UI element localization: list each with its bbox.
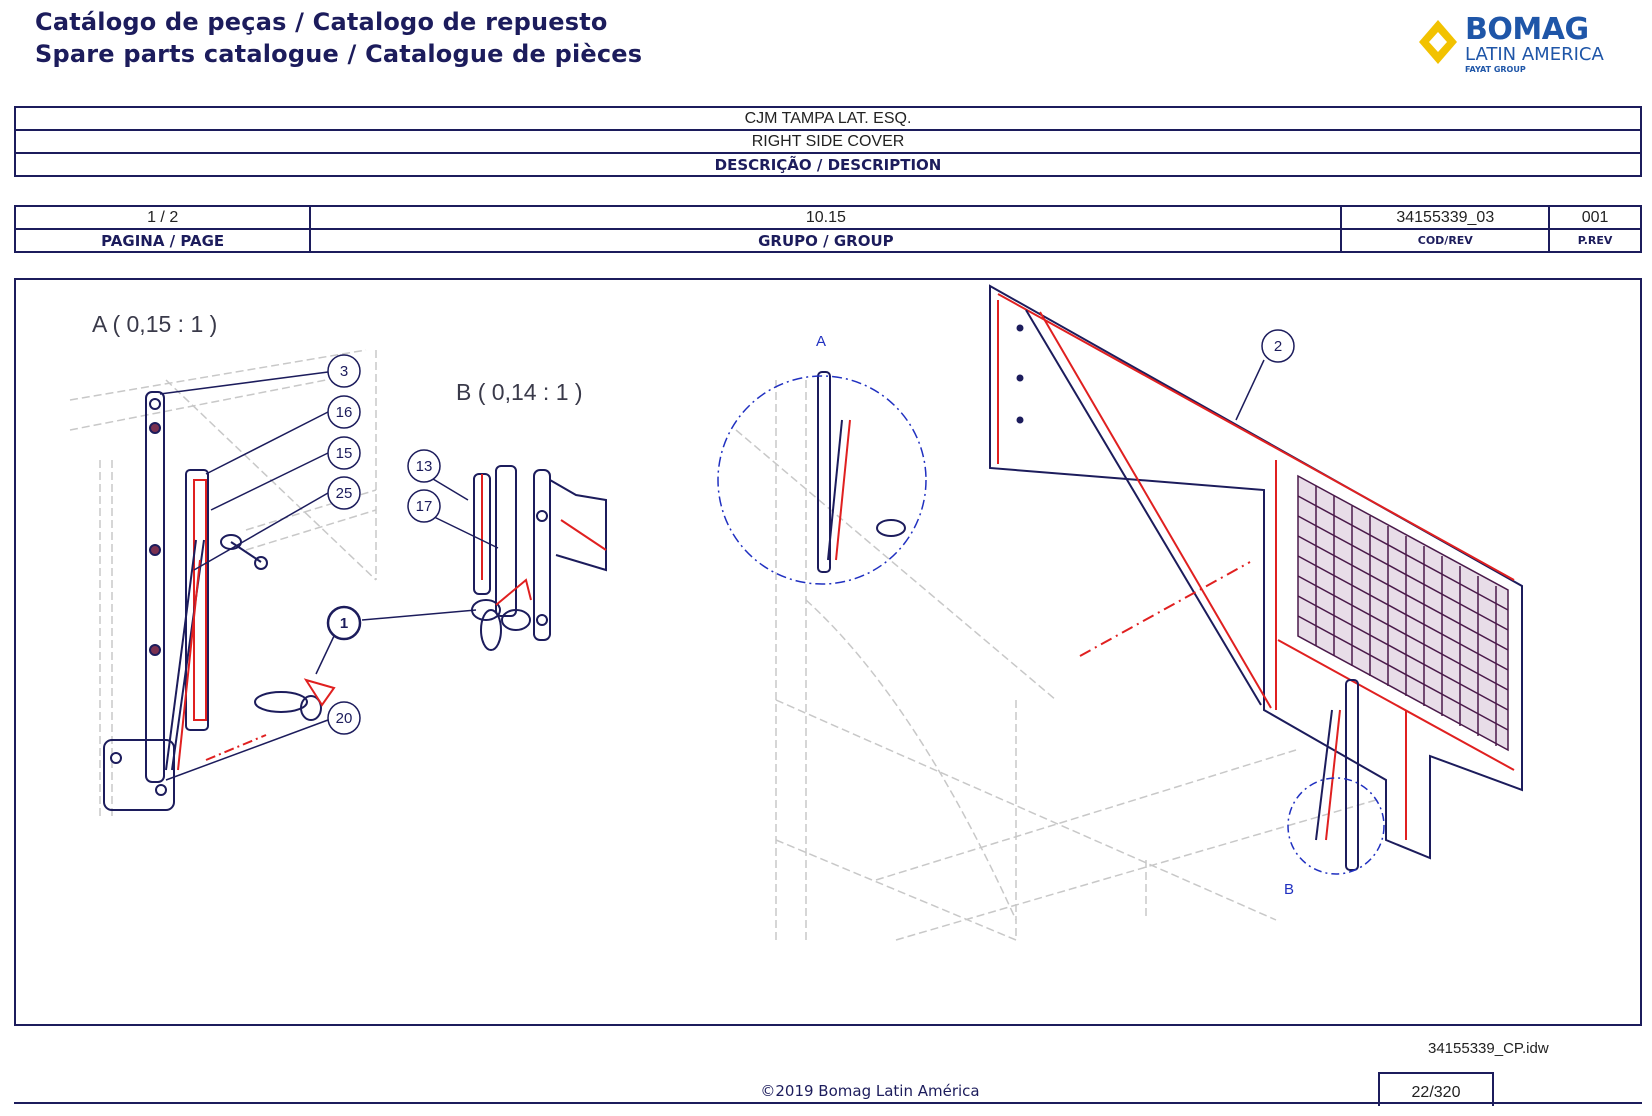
main-view-struts (817, 371, 1359, 871)
detail-b-parts (471, 465, 607, 651)
detail-a-parts (103, 391, 336, 811)
logo-group: FAYAT GROUP (1465, 65, 1526, 74)
group-value: 10.15 (309, 205, 1343, 230)
side-cover-panel (989, 284, 1523, 860)
callout-15: 15 (336, 445, 353, 462)
view-label-a: A (816, 333, 826, 350)
page-number: 22/320 (1378, 1072, 1494, 1106)
callout-circle-13 (407, 449, 441, 483)
view-b-circle (1287, 777, 1385, 875)
callout-1: 1 (340, 615, 348, 632)
ghost-structure-right (735, 380, 1377, 941)
bomag-diamond-icon (1419, 20, 1457, 64)
copyright-text: ©2019 Bomag Latin América (760, 1082, 980, 1100)
prev-value: 001 (1548, 205, 1642, 230)
logo-subtitle: LATIN AMERICA (1465, 44, 1604, 65)
detail-a-title: A ( 0,15 : 1 ) (92, 311, 217, 337)
description-pt: CJM TAMPA LAT. ESQ. (14, 106, 1642, 131)
callout-circle-3 (327, 354, 361, 388)
callout-circle-25 (327, 476, 361, 510)
callout-25: 25 (336, 485, 353, 502)
footer-rule (14, 1102, 1642, 1104)
callout-circle-1 (326, 605, 362, 641)
description-en: RIGHT SIDE COVER (14, 129, 1642, 154)
view-label-b: B (1284, 881, 1294, 898)
callout-circle-15 (327, 436, 361, 470)
info-table: 1 / 2 10.15 34155339_03 001 PAGINA / PAG… (13, 205, 1642, 253)
grille-pattern (1297, 474, 1509, 752)
drawing-canvas: 3 16 15 25 13 17 1 20 2 A ( 0,15 : 1 ) B… (69, 284, 1523, 941)
callout-circles (326, 329, 1295, 735)
callout-3: 3 (340, 363, 348, 380)
view-a-circle (717, 375, 927, 585)
callout-20: 20 (336, 710, 353, 727)
cod-label: COD/REV (1340, 228, 1551, 253)
catalog-title-line2: Spare parts catalogue / Catalogue de piè… (35, 40, 643, 68)
callout-circle-16 (327, 395, 361, 429)
page-label: PAGINA / PAGE (13, 228, 312, 253)
callout-circle-20 (327, 701, 361, 735)
callout-2: 2 (1274, 338, 1282, 355)
group-label: GRUPO / GROUP (309, 228, 1343, 253)
description-table: CJM TAMPA LAT. ESQ. RIGHT SIDE COVER DES… (14, 106, 1642, 177)
callout-16: 16 (336, 404, 353, 421)
prev-label: P.REV (1548, 228, 1642, 253)
catalog-title-line1: Catálogo de peças / Catalogo de repuesto (35, 8, 608, 36)
callout-circle-17 (407, 489, 441, 523)
bomag-logo: BOMAG LATIN AMERICA FAYAT GROUP (1415, 12, 1605, 74)
description-label: DESCRIÇÃO / DESCRIPTION (14, 152, 1642, 177)
detail-b-title: B ( 0,14 : 1 ) (456, 379, 583, 405)
drawing-filename: 34155339_CP.idw (1428, 1040, 1549, 1057)
leader-lines (159, 359, 1265, 781)
callout-13: 13 (416, 458, 433, 475)
exploded-drawing: 3 16 15 25 13 17 1 20 2 A ( 0,15 : 1 ) B… (14, 278, 1642, 1026)
cod-value: 34155339_03 (1340, 205, 1551, 230)
callout-circle-2 (1261, 329, 1295, 363)
page-value: 1 / 2 (13, 205, 312, 230)
callout-17: 17 (416, 498, 433, 515)
logo-brand: BOMAG (1465, 12, 1589, 47)
